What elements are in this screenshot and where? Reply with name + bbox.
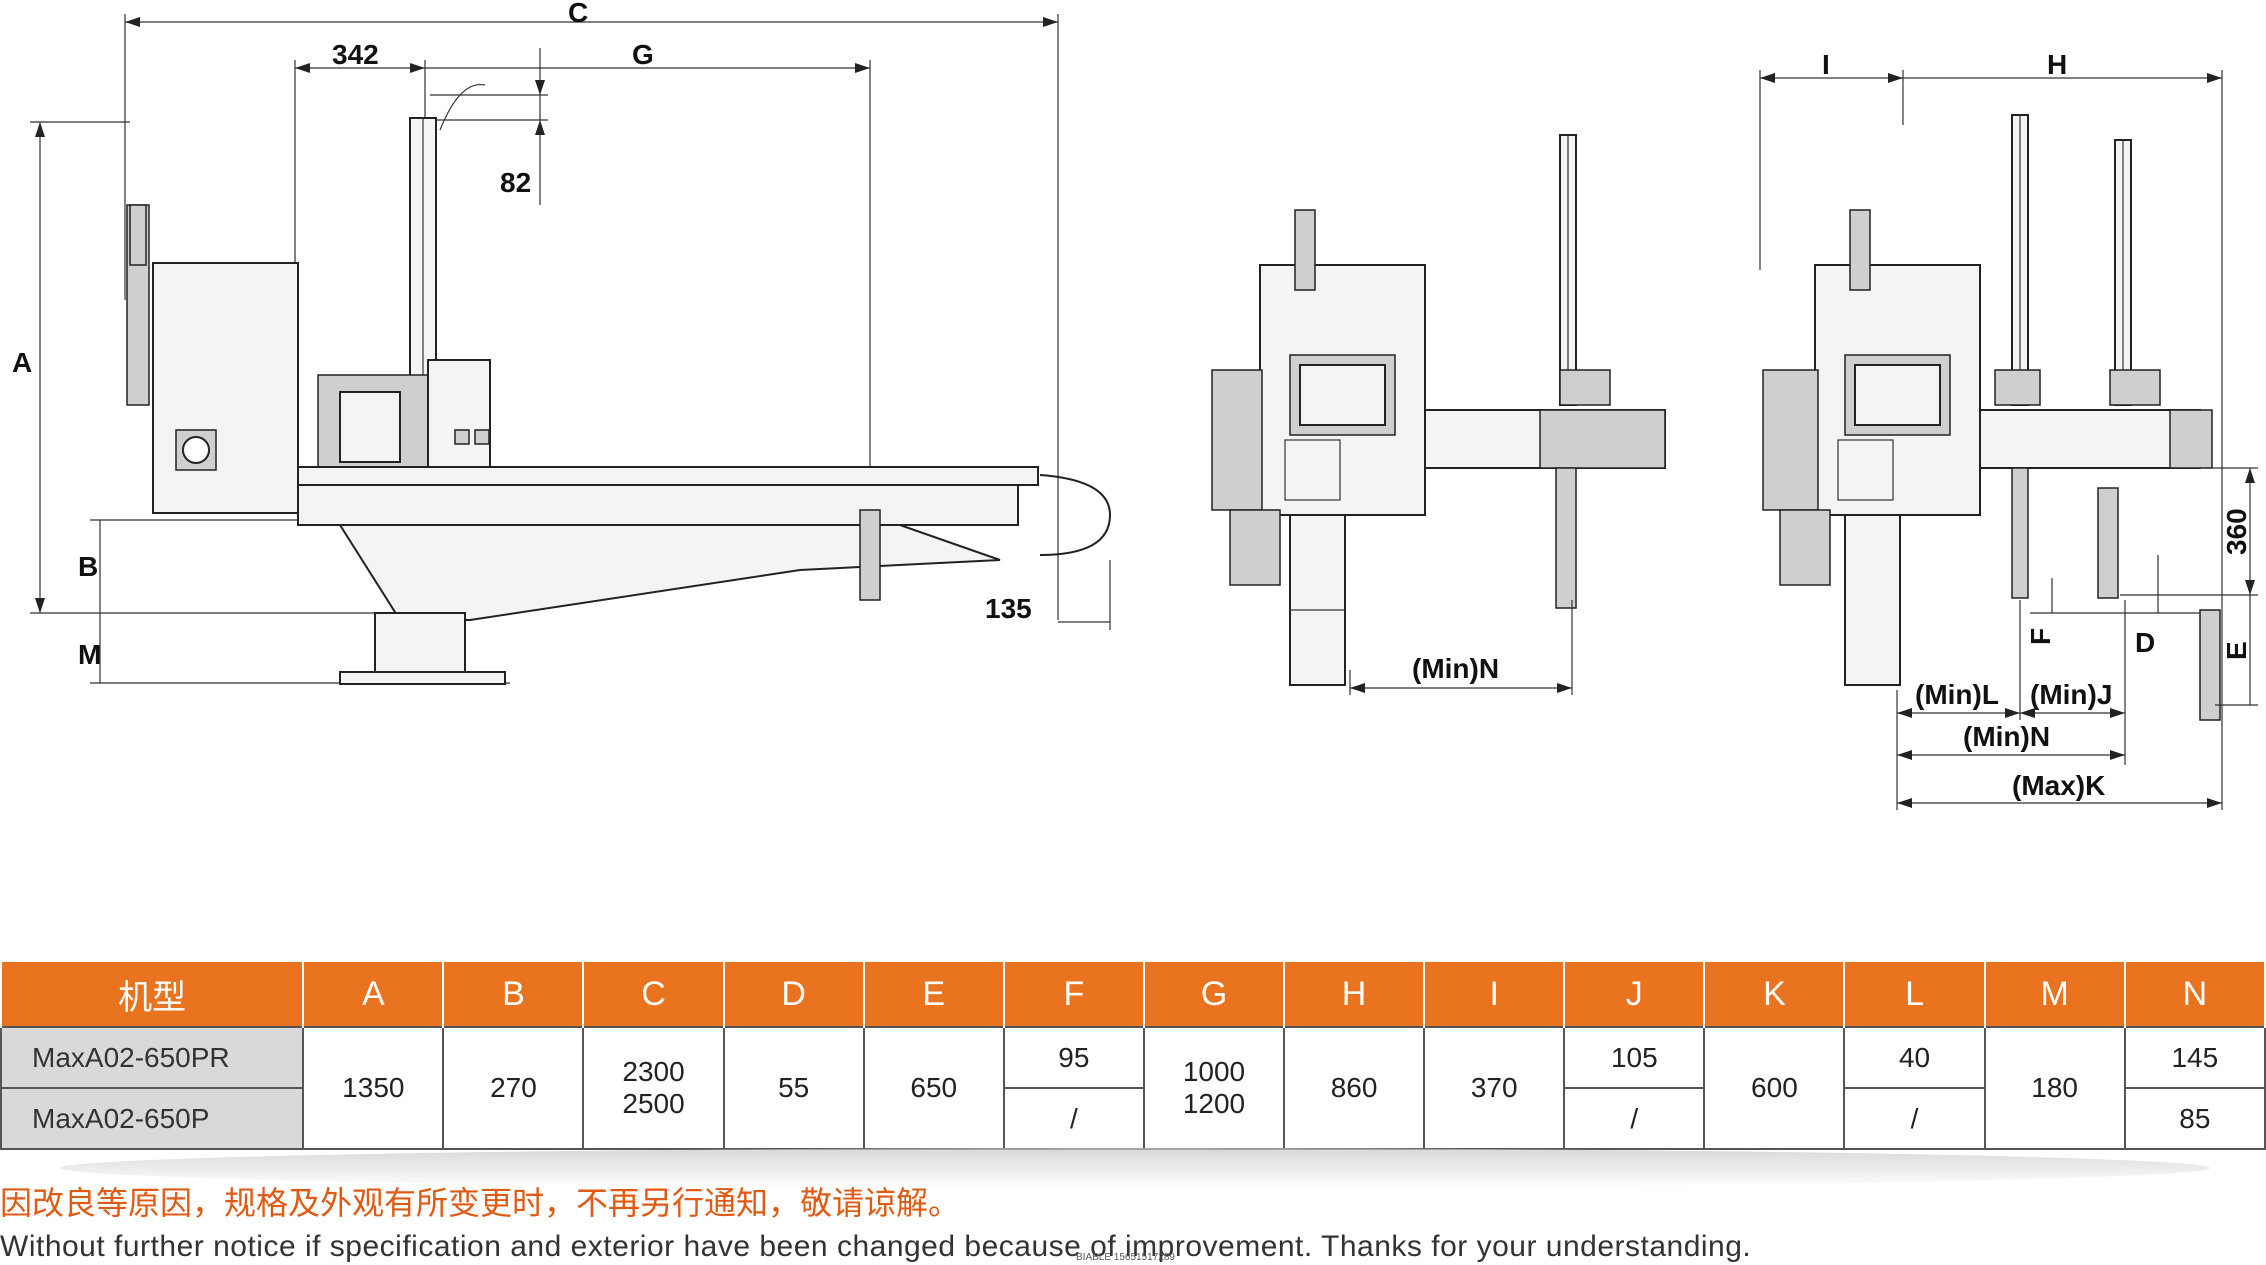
cell-l: /	[1843, 1087, 1986, 1150]
dim-label-d: D	[2135, 627, 2155, 658]
cell-c-value: 2500	[622, 1088, 685, 1119]
cell-k: 600	[1703, 1026, 1846, 1150]
dim-label-i: I	[1822, 49, 1830, 80]
dim-label-min-n-right: (Min)N	[1963, 721, 2050, 752]
dim-label-e: E	[2221, 641, 2252, 660]
cell-c-value: 2300	[622, 1056, 685, 1087]
cell-g-value: 1000	[1182, 1056, 1246, 1087]
header-f: F	[1002, 960, 1145, 1027]
dim-label-c: C	[568, 0, 588, 28]
header-j: J	[1563, 960, 1706, 1027]
cell-g-value: 1200	[1182, 1088, 1246, 1119]
cell-m: 180	[1983, 1026, 2126, 1150]
header-k: K	[1703, 960, 1846, 1027]
cell-f: /	[1002, 1087, 1145, 1150]
cell-b: 270	[442, 1026, 585, 1150]
dim-label-135: 135	[985, 593, 1032, 624]
header-c: C	[582, 960, 725, 1027]
front-view-single: (Min)N	[1211, 134, 1666, 695]
header-e: E	[862, 960, 1005, 1027]
header-model: 机型	[0, 960, 305, 1027]
dim-label-f: F	[2025, 628, 2056, 645]
cell-l: 40	[1843, 1026, 1986, 1089]
header-n: N	[2123, 960, 2266, 1027]
table-row: MaxA02-650P / / / 85	[0, 1087, 2266, 1150]
header-g: G	[1142, 960, 1286, 1027]
header-m: M	[1983, 960, 2126, 1027]
spec-table: 机型 A B C D E F G H I J K L M N MaxA02-65…	[0, 960, 2266, 1150]
cell-c: 2300 2500	[582, 1026, 725, 1150]
dim-label-g: G	[632, 39, 654, 70]
cell-a: 1350	[302, 1026, 445, 1150]
side-view: C 342 G 82 A B M 135	[12, 0, 1112, 685]
header-d: D	[722, 960, 865, 1027]
dim-label-82: 82	[500, 167, 531, 198]
dim-label-342: 342	[332, 39, 379, 70]
cell-j: 105	[1563, 1026, 1706, 1089]
front-view-double: I H 360 F	[1759, 49, 2258, 810]
cell-d: 55	[722, 1026, 865, 1150]
spec-header-row: 机型 A B C D E F G H I J K L M N	[0, 960, 2266, 1027]
dim-label-min-l: (Min)L	[1915, 679, 1999, 710]
header-i: I	[1423, 960, 1566, 1027]
dim-label-m: M	[78, 639, 101, 670]
cell-f: 95	[1002, 1026, 1145, 1089]
cell-g: 1000 1200	[1142, 1026, 1286, 1150]
technical-drawing: C 342 G 82 A B M 135	[12, 0, 2258, 810]
notice-chinese: 因改良等原因，规格及外观有所变更时，不再另行通知，敬请谅解。	[0, 1184, 961, 1222]
cell-e: 650	[862, 1026, 1005, 1150]
dim-label-min-n-mid: (Min)N	[1412, 653, 1499, 684]
dim-label-360: 360	[2221, 508, 2252, 555]
dim-label-h: H	[2047, 49, 2067, 80]
header-b: B	[442, 960, 585, 1027]
cell-j: /	[1563, 1087, 1706, 1150]
dim-label-max-k: (Max)K	[2012, 770, 2105, 801]
header-a: A	[302, 960, 445, 1027]
dim-label-a: A	[12, 347, 32, 378]
dim-label-min-j: (Min)J	[2030, 679, 2112, 710]
table-row: MaxA02-650PR 1350 270 2300 2500 55 650 9…	[0, 1026, 2266, 1150]
header-l: L	[1843, 960, 1986, 1027]
table-shadow	[60, 1148, 2210, 1188]
header-h: H	[1283, 960, 1426, 1027]
notice-english: Without further notice if specification …	[0, 1230, 1752, 1263]
cell-n: 145	[2123, 1026, 2266, 1089]
model-name: MaxA02-650PR	[0, 1026, 305, 1089]
cell-i: 370	[1423, 1026, 1566, 1150]
cell-h: 860	[1283, 1026, 1426, 1150]
dim-label-b: B	[78, 551, 98, 582]
cell-n: 85	[2123, 1087, 2266, 1150]
watermark: BIABLE 15651517289	[1076, 1252, 1175, 1263]
model-name: MaxA02-650P	[0, 1087, 305, 1150]
